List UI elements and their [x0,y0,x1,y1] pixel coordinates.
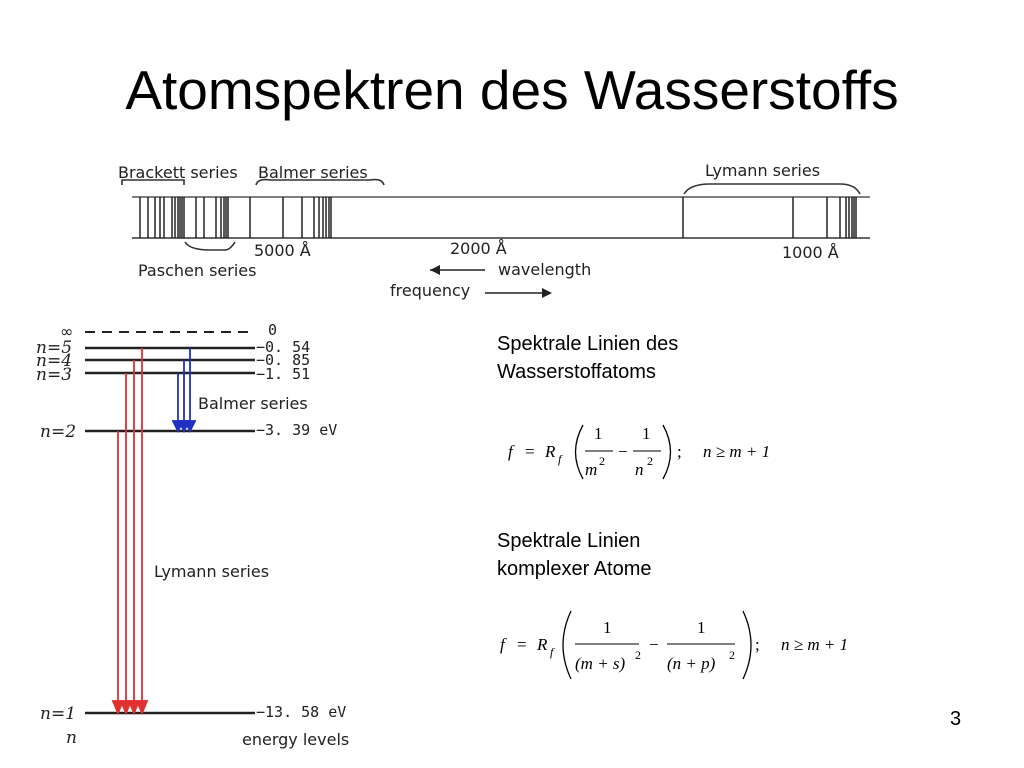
formula1-sq2: 2 [647,454,653,468]
formula1-minus: − [618,442,628,461]
formula1-R: R [544,442,556,461]
formula2-minus: − [649,635,659,654]
formula1-sq1: 2 [599,454,605,468]
frequency-label: frequency [390,281,470,300]
formula2-den2: (n + p) [667,654,716,673]
n3-label: n=3 [36,365,72,385]
slide-title: Atomspektren des Wasserstoffs [125,59,899,121]
page-number: 3 [950,708,962,730]
n2-label: n=2 [40,422,76,442]
energy-n1: −13. 58 eV [256,703,346,721]
formula1-n: n [635,460,644,479]
formula-hydrogen: f = R f 1 m 2 − 1 n 2 ; n ≥ m + 1 [508,424,770,480]
mark-5000: 5000 Å [254,241,311,260]
formula1-num2: 1 [642,424,651,443]
spectrum-figure: Brackett series Balmer series Lymann ser… [118,161,870,300]
formula1-condition: n ≥ m + 1 [703,442,770,461]
formula2-den1: (m + s) [575,654,626,673]
formula2-condition: n ≥ m + 1 [781,635,848,654]
formula2-num2: 1 [697,618,706,637]
text-line: komplexer Atome [497,558,652,580]
formula1-subf: f [558,452,563,466]
wavelength-label: wavelength [498,260,591,279]
text-block-complex: Spektrale Linien komplexer Atome [497,527,652,583]
formula2-f: f [500,635,507,654]
formula1-num1: 1 [594,424,603,443]
formula1-semi: ; [677,442,682,461]
text-line: Wasserstoffatoms [497,361,656,383]
formula1-f: f [508,442,515,461]
formula2-sq1: 2 [635,648,641,662]
mark-2000: 2000 Å [450,239,507,258]
lymann-arrows [111,348,149,716]
energy-n4: −0. 85 [256,351,310,369]
formula2-eq: = [517,635,527,654]
formula1-m: m [585,460,597,479]
text-line: Spektrale Linien des [497,333,679,355]
formula1-eq: = [525,442,535,461]
energy-inf: 0 [268,321,277,339]
formula2-sq2: 2 [729,648,735,662]
balmer-label: Balmer series [258,163,368,182]
mark-1000: 1000 Å [782,243,839,262]
formula-complex: f = R f 1 (m + s) 2 − 1 (n + p) 2 ; n ≥ … [500,610,848,680]
energy-level-diagram: ∞ 0 n=5 n=4 n=3 n=2 n=1 n −0. 54 −0. 85 … [36,321,349,749]
lymann-label: Lymann series [705,161,820,180]
text-line: Spektrale Linien [497,530,641,552]
n-label: n [66,728,77,748]
spectral-lines [147,197,857,238]
energy-n2: −3. 39 eV [256,421,337,439]
text-block-hydrogen: Spektrale Linien des Wasserstoffatoms [497,330,678,386]
formula2-num1: 1 [603,618,612,637]
brackett-label: Brackett series [118,163,238,182]
infinity-label: ∞ [60,322,73,341]
lymann-series-label: Lymann series [154,562,269,581]
energy-n5: −0. 54 [256,338,310,356]
balmer-arrows [171,348,197,434]
formula2-subf: f [550,645,555,659]
energy-n3: −1. 51 [256,365,310,383]
n5-label: n=5 [36,338,72,358]
paschen-label: Paschen series [138,261,256,280]
n1-label: n=1 [40,704,76,724]
n4-label: n=4 [36,351,72,371]
formula2-R: R [536,635,548,654]
energy-levels-label: energy levels [242,730,349,749]
formula2-semi: ; [755,635,760,654]
balmer-series-label: Balmer series [198,394,308,413]
